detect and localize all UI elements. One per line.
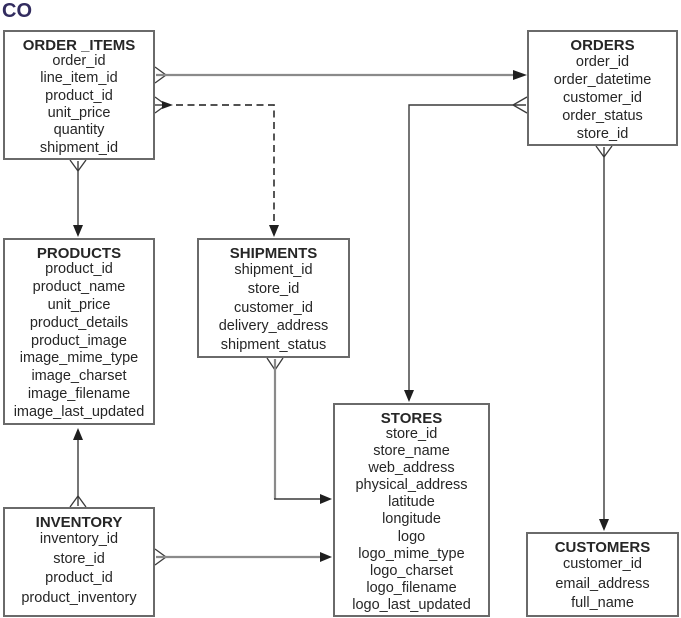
entity-field: logo_mime_type — [358, 545, 465, 562]
entity-field: inventory_id — [39, 531, 119, 547]
entity-field: store_id — [53, 550, 105, 567]
entity-field: product_image — [31, 332, 127, 349]
entity-field: delivery_address — [218, 318, 329, 335]
entity-field: customer_id — [234, 299, 313, 316]
entity-field: quantity — [53, 122, 105, 139]
entity-field: product_id — [45, 87, 113, 104]
schema-logo: CO — [2, 0, 32, 22]
entity-field: image_mime_type — [19, 350, 139, 367]
entity-field: product_id — [45, 570, 113, 586]
rel-inventory-stores — [154, 548, 332, 566]
entity-field: order_id — [575, 54, 630, 70]
entity-field: order_datetime — [553, 72, 652, 88]
entity-field: customer_id — [563, 556, 642, 572]
entity-title: ORDER _ITEMS — [22, 37, 136, 54]
entity-field: shipment_id — [234, 262, 313, 278]
entity-field: store_name — [373, 443, 450, 460]
entity-title: ORDERS — [570, 37, 635, 54]
entity-field: image_filename — [27, 386, 131, 403]
entity-field: logo_last_updated — [352, 596, 471, 613]
entity-field: physical_address — [355, 477, 468, 494]
entity-title: STORES — [380, 410, 443, 427]
entity-field: store_id — [385, 426, 438, 442]
entity-title: CUSTOMERS — [554, 539, 651, 556]
entity-field: image_charset — [31, 368, 127, 385]
entity-field: store_id — [576, 126, 629, 142]
rel-order-items-shipments — [154, 96, 279, 237]
entity-title: INVENTORY — [35, 514, 123, 531]
entity-field: logo — [397, 528, 426, 545]
entity-field: product_id — [45, 261, 113, 277]
entity-field: logo_filename — [366, 579, 457, 596]
entity-field: logo_charset — [369, 562, 454, 579]
entity-field: unit_price — [47, 104, 111, 121]
entity-field: email_address — [555, 575, 650, 592]
rel-shipments-stores — [266, 357, 332, 504]
entity-title: PRODUCTS — [36, 245, 122, 262]
rel-orders-stores — [404, 96, 528, 402]
rel-order-items-products — [69, 159, 87, 237]
rel-inventory-products — [69, 428, 87, 508]
entity-field: shipment_status — [220, 337, 327, 354]
rel-order-items-orders — [154, 66, 527, 84]
entity-title: SHIPMENTS — [229, 245, 318, 262]
entity-field: shipment_id — [39, 139, 119, 156]
entity-field: web_address — [368, 460, 455, 477]
entity-field: store_id — [247, 280, 300, 297]
entity-field: full_name — [571, 595, 634, 611]
entity-field: order_status — [562, 108, 643, 124]
rel-orders-customers — [595, 145, 613, 531]
entity-field: line_item_id — [40, 70, 118, 87]
entity-field: order_id — [52, 53, 106, 69]
entity-field: product_inventory — [21, 589, 137, 606]
entity-field: longitude — [382, 511, 441, 528]
entity-field: product_name — [32, 278, 126, 295]
entity-field: unit_price — [47, 296, 111, 313]
entity-field: image_last_updated — [13, 404, 145, 421]
entity-field: product_details — [29, 314, 129, 331]
entity-field: customer_id — [563, 90, 642, 106]
entity-field: latitude — [388, 494, 435, 511]
